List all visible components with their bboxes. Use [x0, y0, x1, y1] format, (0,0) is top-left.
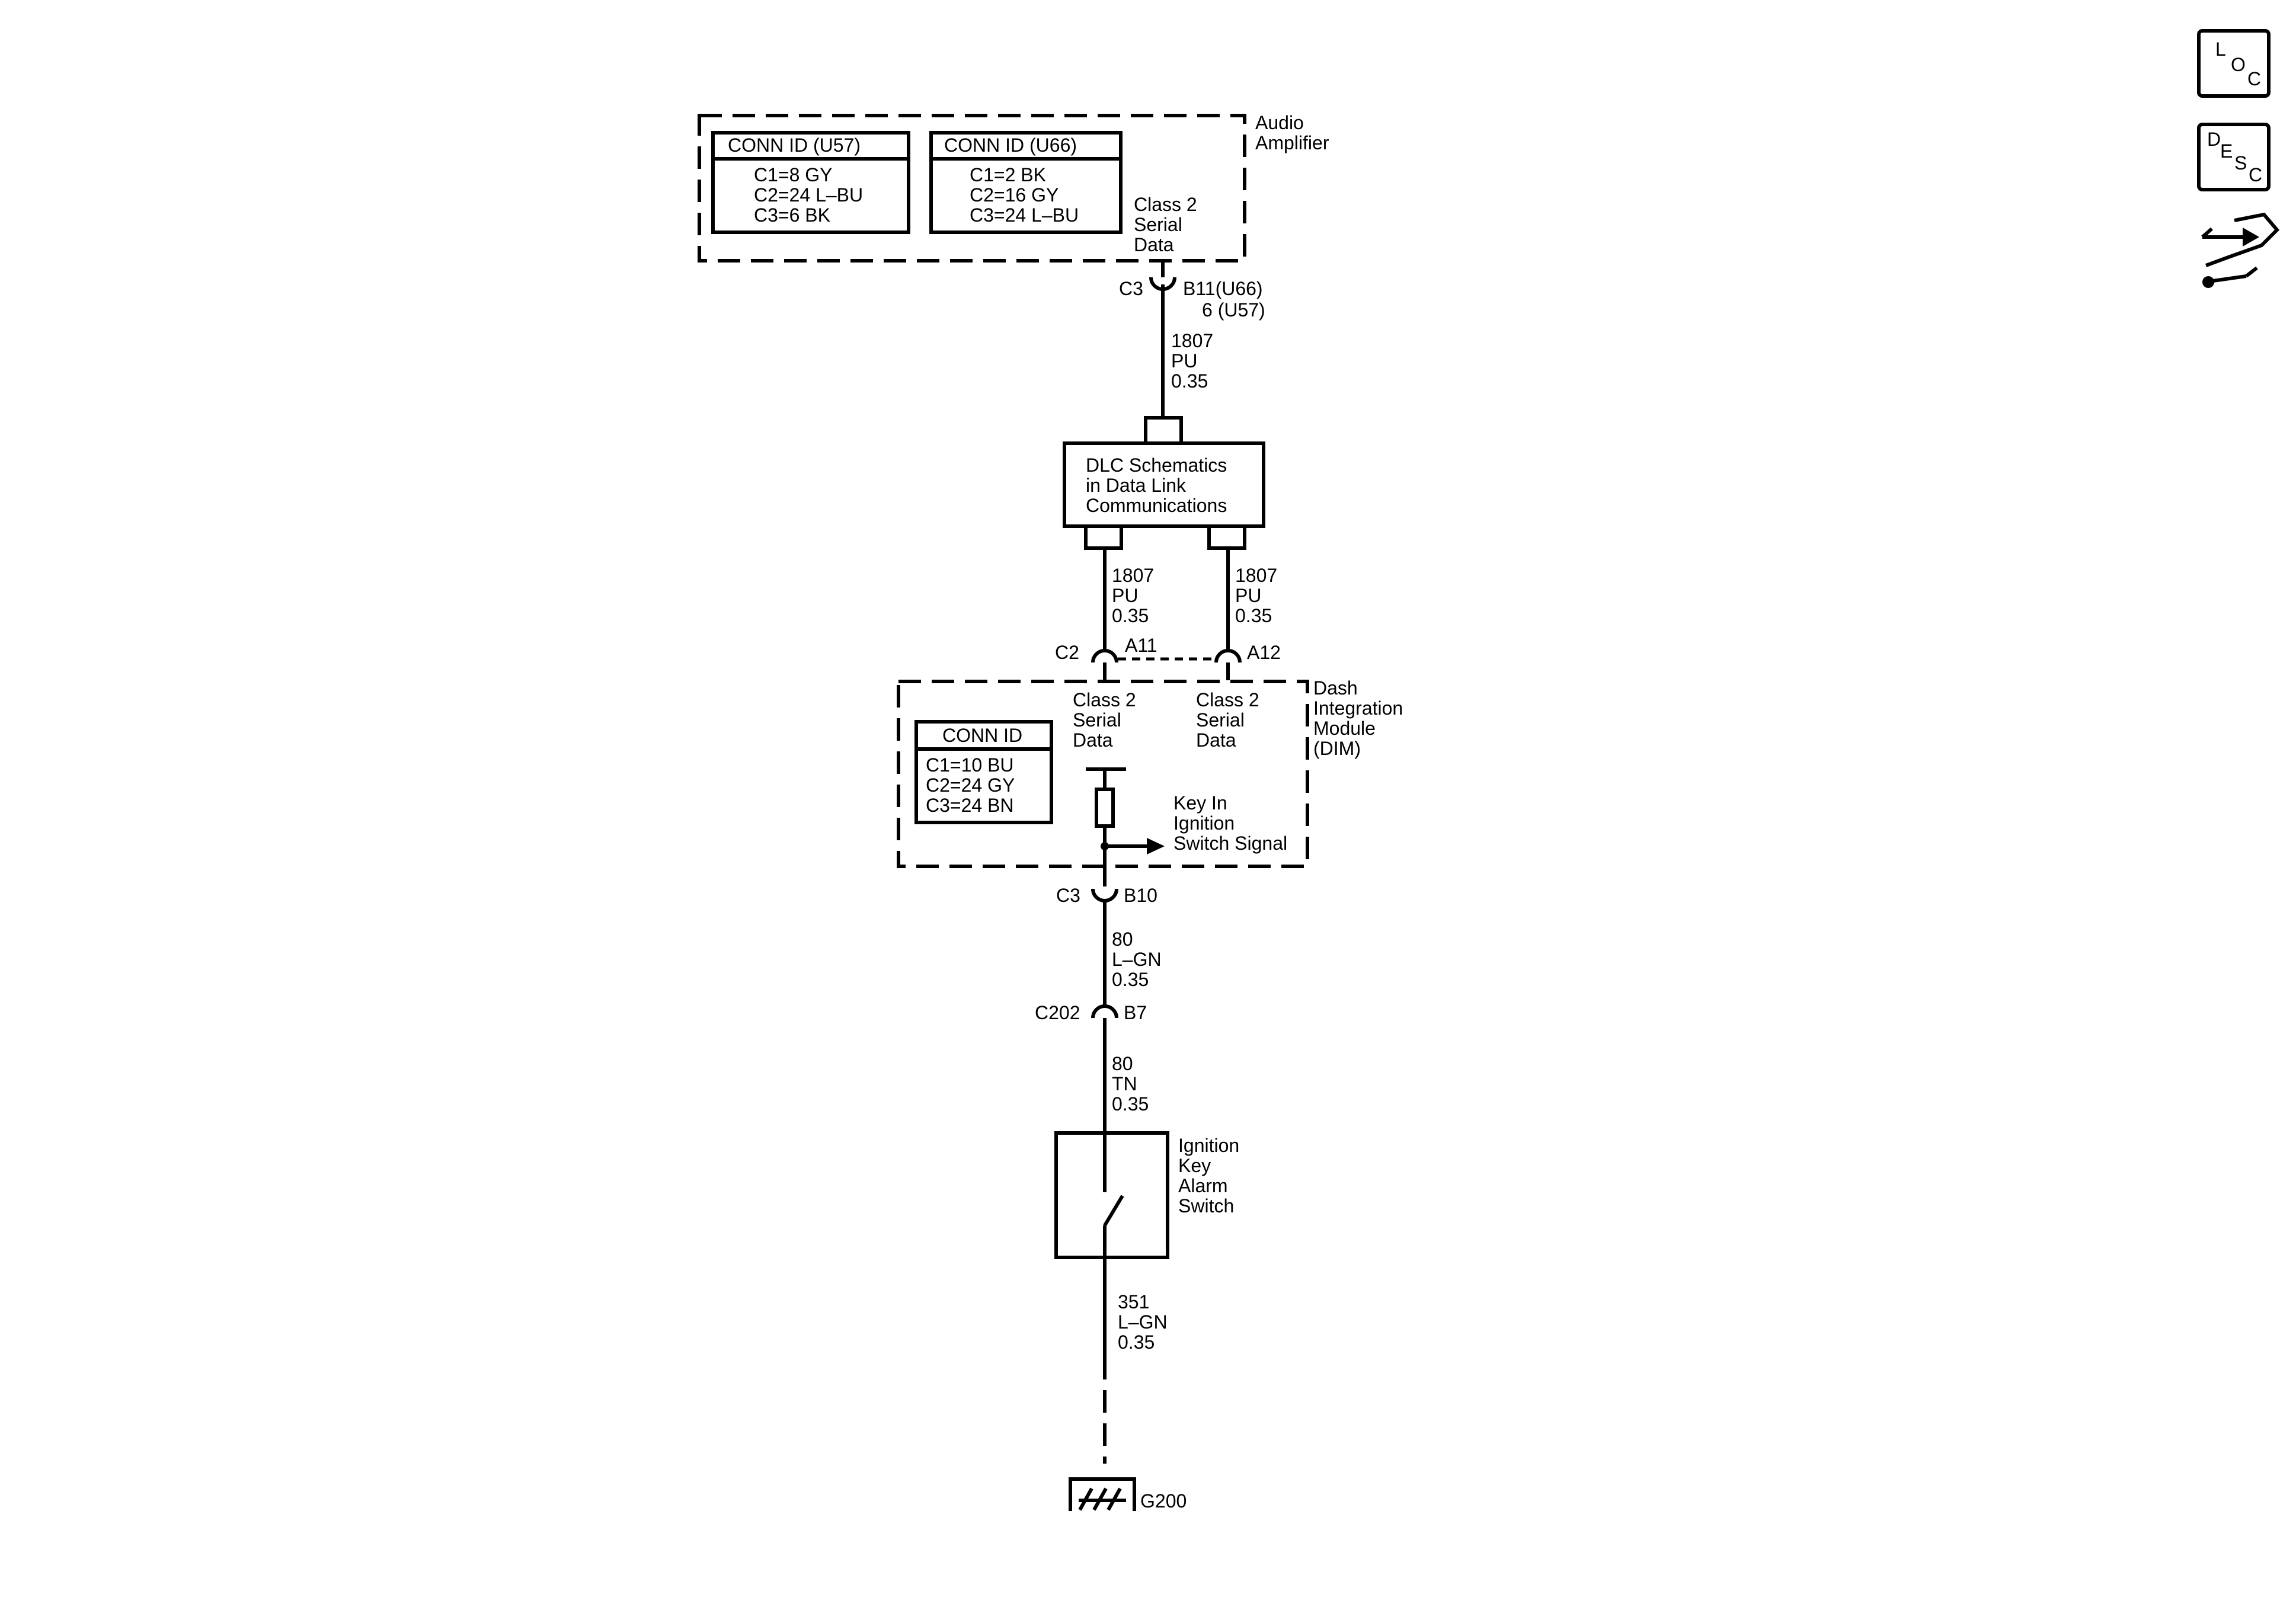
- key-in-signal-label: Key In Ignition Switch Signal: [1173, 792, 1287, 854]
- switch-contact-symbol: [1103, 1195, 1124, 1227]
- wire-dlc-a12-size: 0.35: [1235, 605, 1272, 626]
- connector-tools-icon[interactable]: [2201, 212, 2280, 288]
- dash-integration-module: Dash Integration Module (DIM) Class 2 Se…: [897, 677, 1408, 868]
- wire-dlc-a11-circuit: 1807: [1112, 565, 1154, 586]
- description-icon[interactable]: [2197, 123, 2271, 191]
- svg-text:D: D: [2207, 129, 2221, 150]
- wire-dlc-a11-size: 0.35: [1112, 605, 1149, 626]
- wire-c202-switch-size: 0.35: [1112, 1093, 1149, 1115]
- wire-amp-dlc-color: PU: [1171, 350, 1197, 372]
- conn-id-u57-c2: C2=24 L–BU: [754, 184, 863, 206]
- loc-button[interactable]: L O C: [2197, 29, 2271, 98]
- svg-text:S: S: [2234, 152, 2247, 174]
- dlc-box-label: DLC Schematics in Data Link Communicatio…: [1086, 454, 1232, 516]
- dim-a11-function-label: Class 2 Serial Data: [1073, 689, 1141, 751]
- amplifier-pin-function-label: Class 2 Serial Data: [1134, 194, 1203, 255]
- dim-connector-c3: C3 B10: [1056, 868, 1157, 906]
- wire-switch-ground-size: 0.35: [1118, 1331, 1155, 1353]
- chassis-ground-icon: [1069, 1477, 1136, 1511]
- wire-dim-c202-circuit: 80: [1112, 929, 1133, 950]
- dim-conn-id-table: CONN ID C1=10 BU C2=24 GY C3=24 BN: [914, 720, 1053, 824]
- dim-label: Dash Integration Module (DIM): [1313, 677, 1408, 759]
- conn-id-u66-c3: C3=24 L–BU: [970, 204, 1079, 226]
- svg-text:O: O: [2231, 54, 2246, 75]
- dim-conn-id-c2: C2=24 GY: [926, 774, 1015, 796]
- c202-pin: B7: [1124, 1002, 1147, 1023]
- conn-id-u66-c1: C1=2 BK: [970, 164, 1046, 185]
- wire-1807-dlc-to-a12: 1807 PU 0.35: [1226, 548, 1277, 651]
- conn-id-u57-c3: C3=6 BK: [754, 204, 830, 226]
- dlc-schematics-box: DLC Schematics in Data Link Communicatio…: [1063, 441, 1265, 550]
- dim-c3-pin: B10: [1124, 885, 1157, 906]
- svg-text:C: C: [2247, 68, 2261, 89]
- conn-id-u66-table: CONN ID (U66) C1=2 BK C2=16 GY C3=24 L–B…: [929, 131, 1123, 234]
- wire-c202-switch-circuit: 80: [1112, 1053, 1133, 1074]
- resistor-symbol: [1095, 788, 1115, 828]
- dim-conn-id-title: CONN ID: [942, 725, 1022, 746]
- wire-dlc-a12-circuit: 1807: [1235, 565, 1277, 586]
- ground-name: G200: [1140, 1490, 1187, 1512]
- wire-dlc-a12-color: PU: [1235, 585, 1261, 606]
- signal-arrow-icon: [1147, 838, 1165, 854]
- location-icon[interactable]: [2197, 29, 2271, 98]
- audio-amplifier-outline: [698, 114, 1246, 263]
- conn-id-u66-title: CONN ID (U66): [944, 135, 1077, 156]
- wire-dim-c202-size: 0.35: [1112, 969, 1149, 990]
- c202-name: C202: [1035, 1002, 1080, 1023]
- amp-connector-pin-u57: 6 (U57): [1202, 299, 1265, 321]
- dim-a12-function-label: Class 2 Serial Data: [1196, 689, 1265, 751]
- desc-button[interactable]: D E S C: [2197, 123, 2271, 191]
- dim-key-in-circuit: Key In Ignition Switch Signal: [1086, 767, 1287, 868]
- conn-id-u57-c1: C1=8 GY: [754, 164, 833, 185]
- wire-amp-dlc-circuit: 1807: [1171, 330, 1213, 351]
- ignition-key-alarm-switch: Ignition Key Alarm Switch: [1054, 1131, 1245, 1259]
- svg-text:L: L: [2215, 39, 2226, 60]
- switch-label: Ignition Key Alarm Switch: [1178, 1135, 1245, 1217]
- conn-id-u66-c2: C2=16 GY: [970, 184, 1059, 206]
- connector-tools-button[interactable]: [2201, 212, 2280, 288]
- dim-conn-id-c3: C3=24 BN: [926, 795, 1014, 816]
- dim-connector-c2: C2 A11 A12: [1055, 635, 1281, 680]
- svg-text:E: E: [2220, 140, 2233, 162]
- amp-connector-name: C3: [1119, 278, 1143, 299]
- wire-1807-amp-to-dlc: 1807 PU 0.35: [1144, 284, 1213, 443]
- wire-switch-ground-circuit: 351: [1118, 1291, 1149, 1313]
- wire-dlc-a11-color: PU: [1112, 585, 1138, 606]
- inline-connector-c202: C202 B7: [1035, 1002, 1147, 1041]
- amplifier-connector-c3: C3 B11(U66) 6 (U57): [1119, 260, 1265, 321]
- audio-amplifier-label: Audio Amplifier: [1255, 112, 1329, 153]
- audio-amplifier-component: Audio Amplifier CONN ID (U57) C1=8 GY C2…: [698, 112, 1329, 263]
- ground-g200: G200: [1069, 1477, 1187, 1512]
- dim-conn-id-c1: C1=10 BU: [926, 754, 1014, 776]
- wire-amp-dlc-size: 0.35: [1171, 370, 1208, 392]
- wire-351-switch-to-ground: 351 L–GN 0.35: [1103, 1257, 1168, 1464]
- svg-text:C: C: [2249, 164, 2262, 185]
- wire-dim-c202-color: L–GN: [1112, 949, 1162, 970]
- wire-80-c202-to-switch: 80 TN 0.35: [1103, 1041, 1149, 1192]
- amp-connector-pin-u66: B11(U66): [1183, 278, 1263, 299]
- dim-c3-name: C3: [1056, 885, 1080, 906]
- wire-80-dim-to-c202: 80 L–GN 0.35: [1103, 901, 1162, 1006]
- conn-id-u57-title: CONN ID (U57): [728, 135, 861, 156]
- dim-c2-pin-a12: A12: [1247, 642, 1281, 663]
- wire-c202-switch-color: TN: [1112, 1073, 1137, 1094]
- wire-1807-dlc-to-a11: 1807 PU 0.35: [1103, 548, 1154, 651]
- dim-c2-name: C2: [1055, 642, 1079, 663]
- dim-c2-pin-a11: A11: [1125, 635, 1157, 656]
- conn-id-u57-table: CONN ID (U57) C1=8 GY C2=24 L–BU C3=6 BK: [711, 131, 910, 234]
- wire-switch-ground-color: L–GN: [1118, 1311, 1168, 1333]
